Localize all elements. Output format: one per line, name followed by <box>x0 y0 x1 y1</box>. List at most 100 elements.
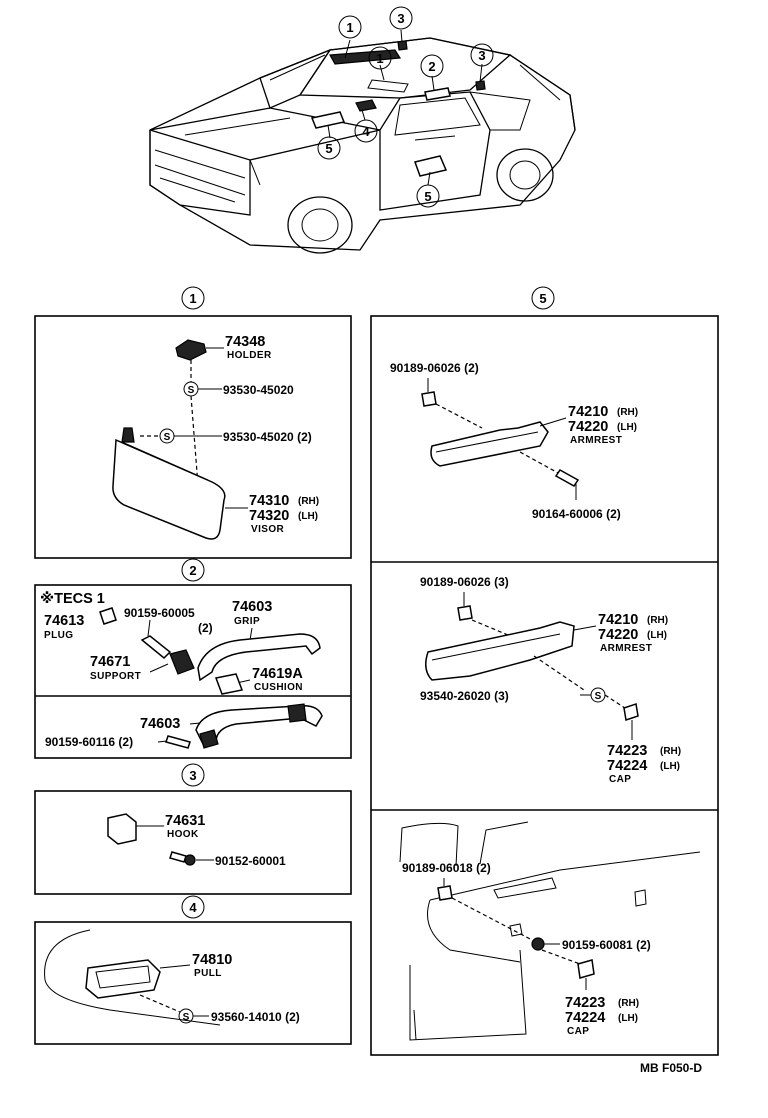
cushion-part <box>214 673 244 695</box>
c-cap-part <box>577 959 595 979</box>
b-clip-number: 90189-06026 (3) <box>420 575 509 589</box>
visor-lh-number: 74320 <box>249 508 289 524</box>
grip2-end <box>287 703 307 723</box>
callout-1-marker <box>338 15 362 39</box>
visor-rh-tag: (RH) <box>298 496 319 507</box>
hook-number: 74631 <box>165 813 205 829</box>
b-screw-number: 93540-26020 (3) <box>420 689 509 703</box>
group-3-hook: 74631 HOOK 90152-60001 <box>34 790 352 895</box>
section-3-marker <box>181 763 205 787</box>
callout-4: 4 <box>362 124 370 139</box>
c-cap-name: CAP <box>567 1026 589 1037</box>
pull-number: 74810 <box>192 952 232 968</box>
support-number: 74671 <box>90 654 130 670</box>
car-illustration: 1 1 2 3 3 4 5 5 <box>149 6 576 254</box>
group-4-pull: 74810 PULL S 93560-14010 (2) <box>34 921 352 1045</box>
callout-1: 1 <box>346 20 353 35</box>
grip2-end-b <box>199 729 219 749</box>
group-4-frame <box>34 921 352 1045</box>
plug-number: 74613 <box>44 613 84 629</box>
callout-3-marker <box>389 6 413 30</box>
c-clip-number: 90189-06018 (2) <box>402 861 491 875</box>
b-cap-name: CAP <box>609 774 631 785</box>
b-cap-rh-number: 74223 <box>607 743 647 759</box>
callout-5b-marker <box>416 184 440 208</box>
a-armrest-rh-number: 74210 <box>568 404 608 420</box>
section-2-label: 2 <box>189 563 196 578</box>
cushion-name: CUSHION <box>254 682 303 693</box>
plug-name: PLUG <box>44 630 73 641</box>
s-mark-1: S <box>188 385 195 396</box>
holder-name: HOLDER <box>227 350 272 361</box>
bolt-head <box>184 854 196 866</box>
a-armrest-name: ARMREST <box>570 435 622 446</box>
c-screw-number: 90159-60081 (2) <box>562 938 651 952</box>
group-5-armrest: 90189-06026 (2) 74210 (RH) 74220 (LH) AR… <box>370 315 719 1056</box>
callout-4-marker <box>354 119 378 143</box>
b-armrest-part <box>425 621 575 681</box>
section-4-marker <box>181 895 205 919</box>
pull-name: PULL <box>194 968 222 979</box>
cushion-number: 74619A <box>252 666 303 682</box>
group-1-frame <box>34 315 352 559</box>
section-1-marker <box>181 286 205 310</box>
screw-b-part <box>165 735 191 749</box>
grip-name: GRIP <box>234 616 260 627</box>
callout-5b: 5 <box>424 189 431 204</box>
a-armrest-part <box>430 421 549 467</box>
visor-name: VISOR <box>251 524 284 535</box>
callout-2-marker <box>420 54 444 78</box>
screw-a-number: 90159-60005 <box>124 606 195 620</box>
s-mark-5: S <box>595 691 602 702</box>
screw2-number: 93530-45020 (2) <box>223 430 312 444</box>
visor-rh-number: 74310 <box>249 493 289 509</box>
b-cap-lh-tag: (LH) <box>660 761 680 772</box>
callout-1b: 1 <box>376 51 383 66</box>
section-5-marker <box>531 286 555 310</box>
group-2-frame <box>34 584 352 759</box>
c-cap-lh-tag: (LH) <box>618 1013 638 1024</box>
screw-a-part <box>140 635 172 660</box>
bolt-part <box>169 851 187 863</box>
hook-part <box>107 813 137 845</box>
group-5-frame <box>370 315 719 1056</box>
b-armrest-rh-tag: (RH) <box>647 615 668 626</box>
callout-2: 2 <box>428 59 435 74</box>
s-mark-2: S <box>164 432 171 443</box>
a-armrest-rh-tag: (RH) <box>617 407 638 418</box>
a-screw-part <box>554 469 580 487</box>
a-screw-number: 90164-60006 (2) <box>532 507 621 521</box>
a-armrest-lh-number: 74220 <box>568 419 608 435</box>
diagram-code: MB F050-D <box>640 1061 702 1075</box>
pull-part <box>85 959 161 999</box>
section-2-marker <box>181 558 205 582</box>
support-name: SUPPORT <box>90 671 141 682</box>
section-4-label: 4 <box>189 900 197 915</box>
visor-pivot <box>121 427 135 443</box>
holder-number: 74348 <box>225 334 265 350</box>
group-1-visor: 74348 HOLDER S 93530-45020 S 93530-45020… <box>34 315 352 559</box>
grip-part <box>197 633 321 682</box>
callout-3b: 3 <box>478 48 485 63</box>
b-armrest-lh-tag: (LH) <box>647 630 667 641</box>
section-1-label: 1 <box>189 291 196 306</box>
a-clip-part <box>421 391 437 407</box>
s-mark-4: S <box>183 1012 190 1023</box>
screw1-number: 93530-45020 <box>223 383 294 397</box>
section-5-label: 5 <box>539 291 546 306</box>
visor-part <box>112 438 226 540</box>
c-cap-rh-number: 74223 <box>565 995 605 1011</box>
screw-a-qty: (2) <box>198 621 213 635</box>
support-part <box>169 649 195 675</box>
pull-screw-number: 93560-14010 (2) <box>211 1010 300 1024</box>
callout-5: 5 <box>325 141 332 156</box>
b-armrest-rh-number: 74210 <box>598 612 638 628</box>
b-armrest-lh-number: 74220 <box>598 627 638 643</box>
callout-1b-marker <box>368 46 392 70</box>
hook-name: HOOK <box>167 829 199 840</box>
section-3-label: 3 <box>189 768 196 783</box>
grip2-number: 74603 <box>140 716 180 732</box>
a-clip-number: 90189-06026 (2) <box>390 361 479 375</box>
callout-5-marker <box>317 136 341 160</box>
